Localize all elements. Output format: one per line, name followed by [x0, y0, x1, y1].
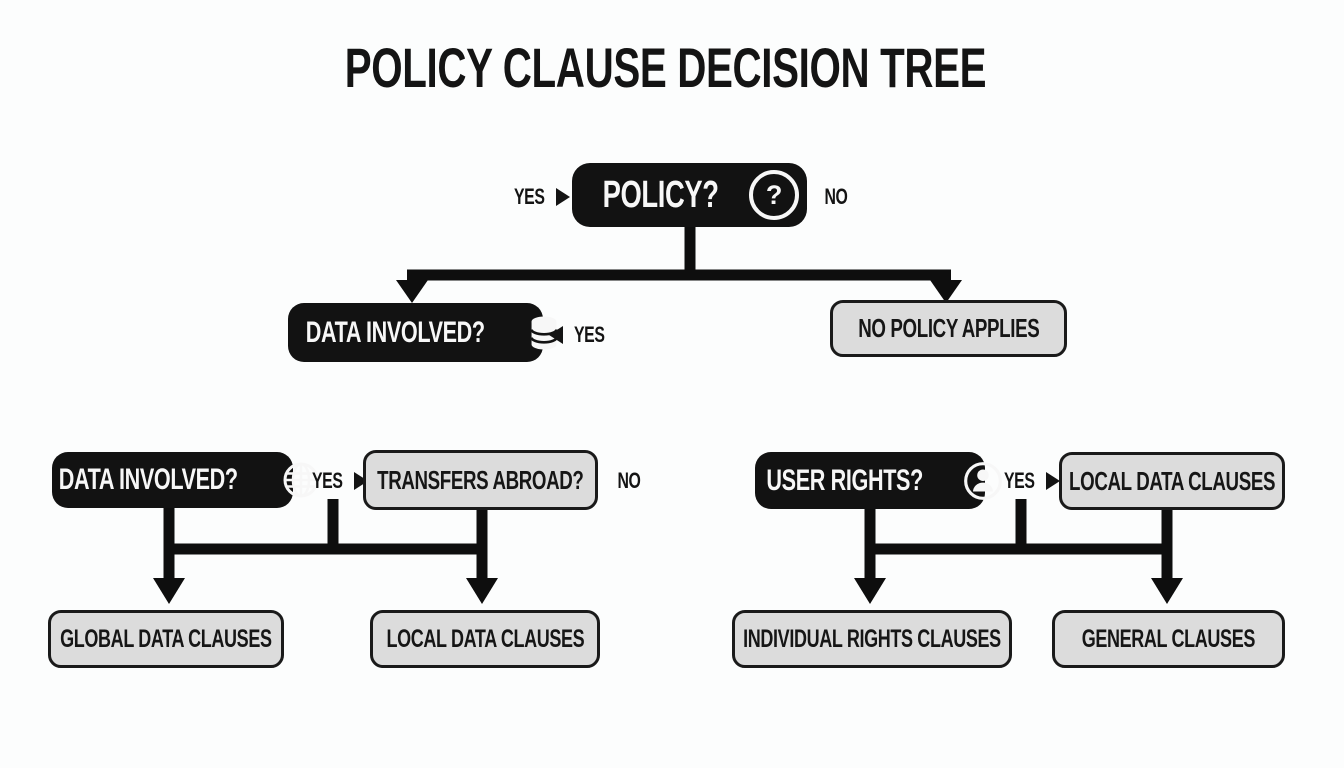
node-global-data-clauses: GLOBAL DATA CLAUSES	[48, 610, 284, 668]
node-data-involved-globe: DATA INVOLVED?	[52, 452, 319, 508]
node-data-involved-db-label: DATA INVOLVED?	[306, 315, 485, 349]
yes-text: YES	[1003, 468, 1035, 493]
yes-text: YES	[573, 322, 605, 347]
node-general-clauses: GENERAL CLAUSES	[1052, 610, 1285, 668]
node-user-rights-label: USER RIGHTS?	[766, 463, 924, 497]
node-individual-rights-clauses: INDIVIDUAL RIGHTS CLAUSES	[732, 610, 1012, 668]
arrow-left-icon	[549, 326, 563, 344]
user-icon	[963, 461, 1002, 500]
yes-text: YES	[311, 468, 343, 493]
left-branch-no-label: NO	[613, 467, 645, 495]
page-title: POLICY CLAUSE DECISION TREE	[0, 32, 1330, 102]
node-local-data-clauses-left-label: LOCAL DATA CLAUSES	[386, 624, 584, 653]
node-policy: POLICY? ?	[572, 163, 807, 227]
node-no-policy-applies: NO POLICY APPLIES	[830, 300, 1067, 357]
node-transfers-abroad: TRANSFERS ABROAD?	[363, 450, 598, 510]
no-text: NO	[617, 468, 641, 493]
node-transfers-abroad-label: TRANSFERS ABROAD?	[377, 464, 584, 495]
root-yes-label: YES	[508, 183, 570, 211]
arrow-right-icon	[1045, 472, 1060, 490]
node-user-rights: USER RIGHTS?	[755, 452, 1002, 509]
question-circle-icon: ?	[749, 170, 800, 220]
question-glyph: ?	[765, 179, 783, 210]
node-data-involved-globe-label: DATA INVOLVED?	[59, 463, 238, 496]
node-local-data-clauses-right-label: LOCAL DATA CLAUSES	[1068, 465, 1276, 496]
node-individual-rights-clauses-label: INDIVIDUAL RIGHTS CLAUSES	[743, 624, 1001, 653]
node-local-data-clauses-right: LOCAL DATA CLAUSES	[1059, 452, 1285, 510]
page-title-text: POLICY CLAUSE DECISION TREE	[344, 35, 986, 99]
node-policy-label: POLICY?	[602, 173, 719, 216]
node-data-involved-db: DATA INVOLVED?	[288, 303, 558, 362]
root-no-label: NO	[820, 183, 852, 211]
yes-text: YES	[513, 184, 545, 209]
node-no-policy-applies-label: NO POLICY APPLIES	[857, 313, 1040, 343]
arrow-right-icon	[555, 188, 570, 206]
node-general-clauses-label: GENERAL CLAUSES	[1081, 624, 1256, 653]
no-text: NO	[824, 184, 848, 209]
left-branch-yes-label: YES	[306, 467, 368, 495]
data-involved-yes-label: YES	[549, 321, 611, 349]
right-branch-yes-label: YES	[998, 467, 1060, 495]
globe-icon	[283, 462, 319, 498]
node-local-data-clauses-left: LOCAL DATA CLAUSES	[370, 610, 600, 668]
node-global-data-clauses-label: GLOBAL DATA CLAUSES	[60, 624, 272, 653]
